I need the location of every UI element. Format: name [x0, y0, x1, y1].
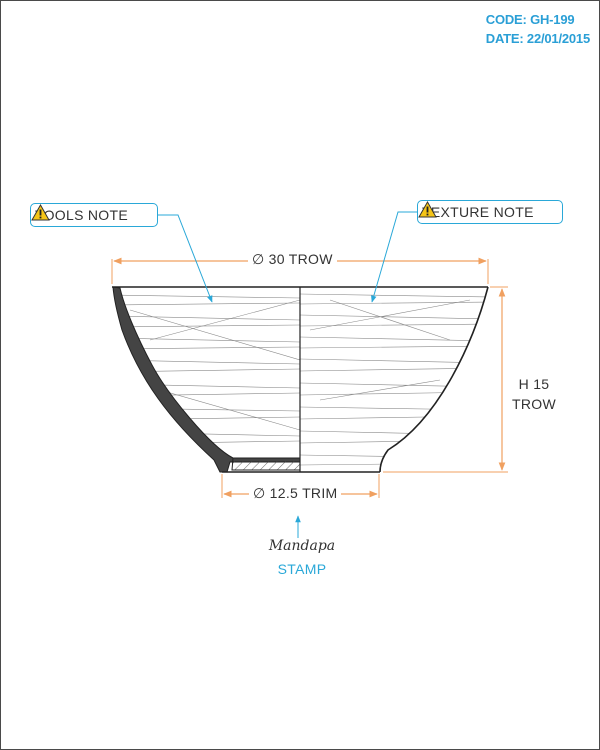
tools-note-leader: [157, 214, 213, 303]
texture-note-leader: [371, 211, 418, 303]
section-wall: [112, 286, 301, 473]
height-label-line-1: H 15: [518, 376, 550, 392]
warning-icon: [418, 201, 437, 218]
tools-note-label: TOOLS NOTE: [35, 207, 128, 223]
bowl-outline-right: [379, 286, 489, 473]
wood-grain-left: [113, 294, 300, 445]
top-diameter-label: ∅ 30 TROW: [248, 251, 337, 268]
base-diameter-label: ∅ 12.5 TRIM: [249, 485, 342, 502]
date-text: DATE: 22/01/2015: [485, 31, 590, 46]
height-label-line-2: TROW: [512, 396, 556, 412]
texture-note-callout: TEXTURE NOTE: [417, 200, 563, 224]
height-label: H 15 TROW: [506, 374, 562, 414]
stamp-label: STAMP: [277, 561, 327, 577]
section-base-hatch: [231, 457, 301, 471]
title-block: CODE: GH-199 DATE: 22/01/2015: [486, 10, 590, 48]
tools-note-callout: TOOLS NOTE: [30, 203, 158, 227]
warning-icon: [31, 204, 50, 221]
texture-note-label: TEXTURE NOTE: [422, 204, 534, 220]
code-text: CODE: GH-199: [485, 12, 575, 27]
maker-logo: Mandapa: [268, 538, 336, 554]
wood-grain-right: [300, 293, 488, 466]
